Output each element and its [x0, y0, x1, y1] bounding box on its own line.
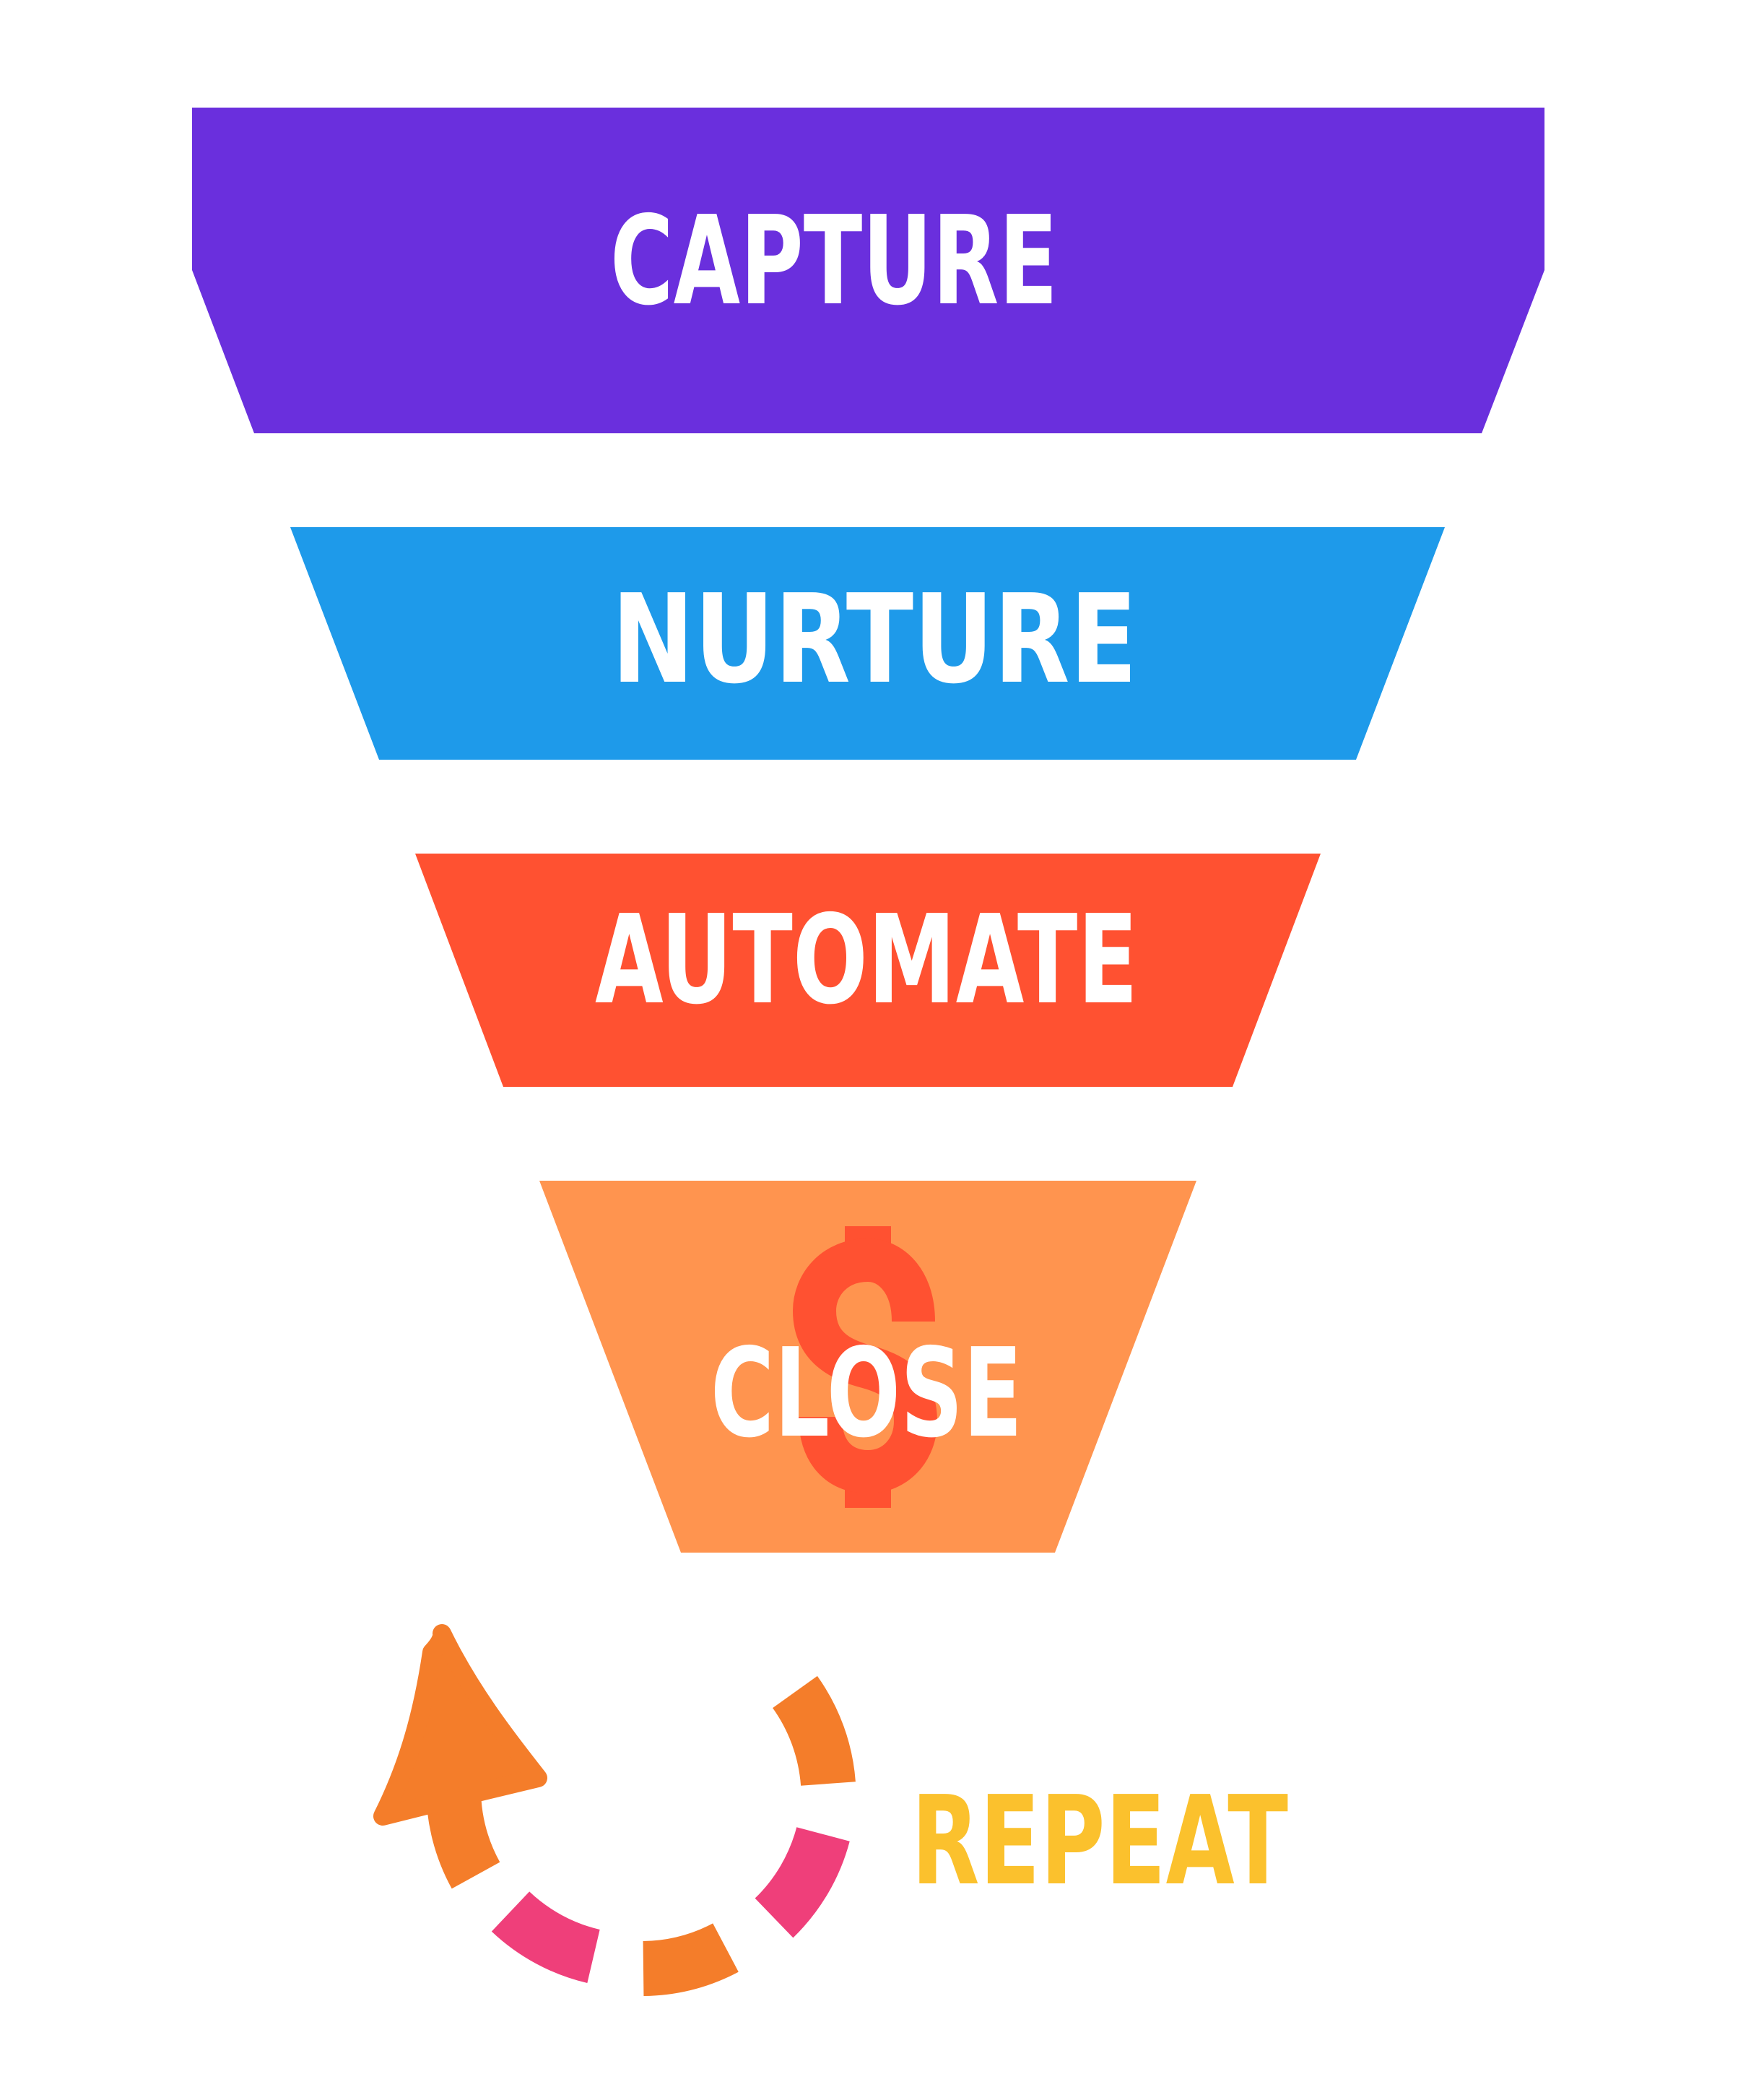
funnel-stage-shape — [415, 854, 1321, 1087]
funnel-stage-close: CLOSE — [539, 1181, 1196, 1553]
arrow-segment — [491, 1891, 601, 1983]
funnel-stage-capture: CAPTURE — [192, 108, 1544, 433]
funnel-stage-automate: AUTOMATE — [415, 854, 1321, 1087]
arrow-head — [373, 1624, 547, 1826]
repeat-label: REPEAT — [911, 1770, 1288, 1913]
funnel-stage-label: CAPTURE — [610, 190, 1058, 333]
arrow-segment — [772, 1675, 856, 1787]
funnel-stage-label: NURTURE — [612, 568, 1137, 711]
funnel-stage-label: AUTOMATE — [595, 889, 1138, 1032]
funnel-stage-shape — [192, 108, 1544, 433]
arrow-segment — [642, 1923, 739, 1996]
funnel-stage-nurture: NURTURE — [290, 527, 1445, 760]
dollar-sign-icon — [792, 1226, 938, 1508]
funnel-stage-shape — [290, 527, 1445, 760]
repeat-cycle: REPEAT — [373, 1624, 1288, 1996]
circular-arrow-icon — [373, 1624, 856, 1996]
funnel-stage-label: CLOSE — [711, 1322, 1022, 1465]
arrow-segment — [755, 1826, 850, 1938]
